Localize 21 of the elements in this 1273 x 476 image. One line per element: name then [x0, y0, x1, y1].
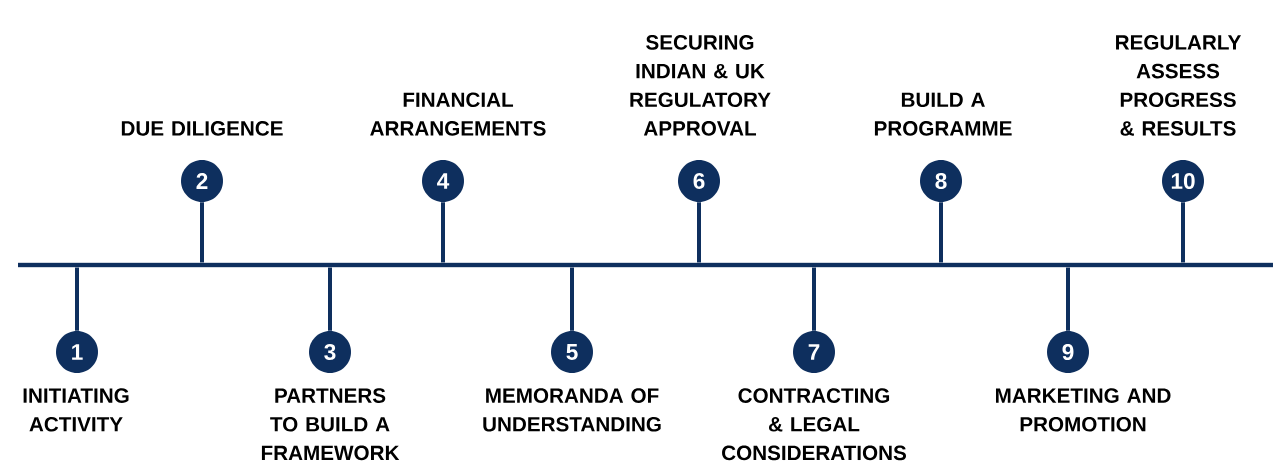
- milestone-label: PARTNERS TO BUILD A FRAMEWORK: [261, 388, 400, 461]
- milestone-label: MARKETING AND PROMOTION: [996, 388, 1171, 432]
- milestone-label: FINANCIAL ARRANGEMENTS: [370, 92, 546, 136]
- connector-line: [812, 267, 816, 331]
- connector-line: [570, 267, 574, 331]
- connector-line: [697, 202, 701, 263]
- milestone-label: SECURING INDIAN & UK REGULATORY APPROVAL: [630, 35, 771, 136]
- milestone-label: CONTRACTING & LEGAL CONSIDERATIONS: [722, 388, 906, 461]
- milestone-label: INITIATING ACTIVITY: [23, 388, 129, 432]
- timeline-bar: [18, 262, 1273, 268]
- connector-line: [200, 202, 204, 263]
- connector-line: [939, 202, 943, 263]
- milestone-label: BUILD A PROGRAMME: [874, 92, 1012, 136]
- connector-line: [1181, 202, 1185, 263]
- connector-line: [441, 202, 445, 263]
- milestone-label: MEMORANDA OF UNDERSTANDING: [483, 388, 661, 432]
- connector-line: [75, 267, 79, 331]
- milestone-label: DUE DILIGENCE: [121, 121, 283, 136]
- connector-line: [328, 267, 332, 331]
- connector-line: [1066, 267, 1070, 331]
- milestone-label: REGULARLY ASSESS PROGRESS & RESULTS: [1116, 35, 1242, 136]
